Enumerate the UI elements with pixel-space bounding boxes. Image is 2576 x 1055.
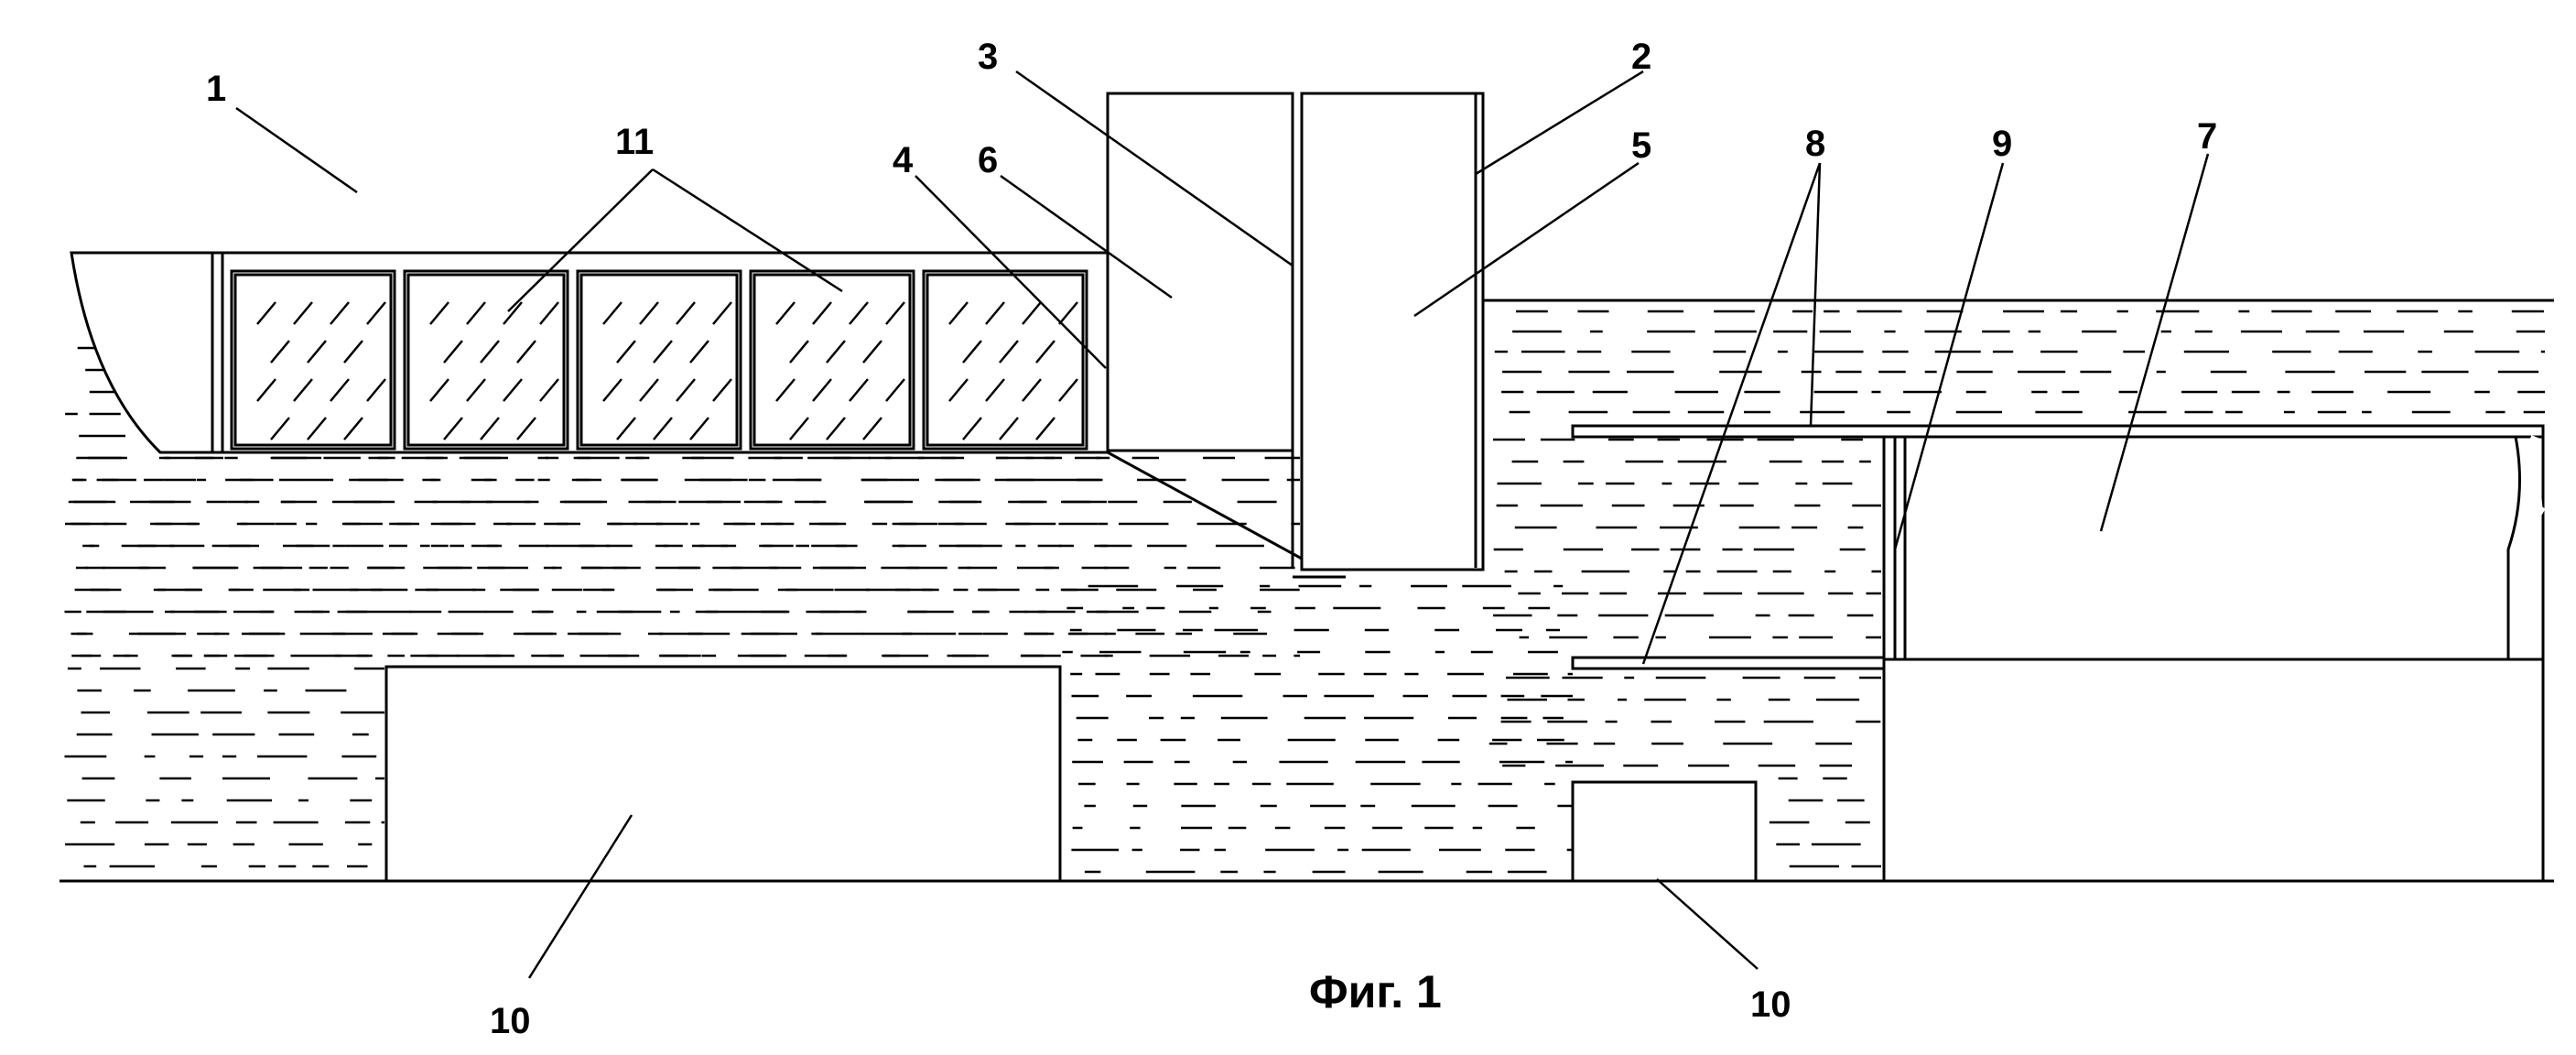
label-6: 6 — [978, 140, 998, 180]
foundation-block-right — [1573, 782, 1756, 881]
label-5: 5 — [1631, 125, 1651, 166]
foundation-block-left — [386, 667, 1060, 881]
cargo-container — [405, 271, 568, 449]
ramp — [1108, 452, 1302, 559]
label-1: 1 — [206, 69, 226, 109]
label-11: 11 — [615, 122, 654, 162]
cargo-container — [751, 271, 914, 449]
label-10-left: 10 — [490, 1001, 531, 1041]
label-4: 4 — [893, 140, 914, 180]
cargo-container — [232, 271, 395, 449]
cargo-container — [578, 271, 741, 449]
label-9: 9 — [1992, 124, 2012, 164]
label-8: 8 — [1805, 124, 1825, 164]
cargo-containers — [232, 271, 1087, 449]
label-2: 2 — [1631, 37, 1651, 77]
label-7: 7 — [2197, 116, 2217, 157]
lift-pontoon — [1302, 93, 1483, 570]
figure-caption: Фиг. 1 — [1309, 966, 1442, 1017]
label-3: 3 — [978, 37, 998, 77]
cargo-container — [924, 271, 1087, 449]
label-10-right: 10 — [1750, 984, 1791, 1025]
